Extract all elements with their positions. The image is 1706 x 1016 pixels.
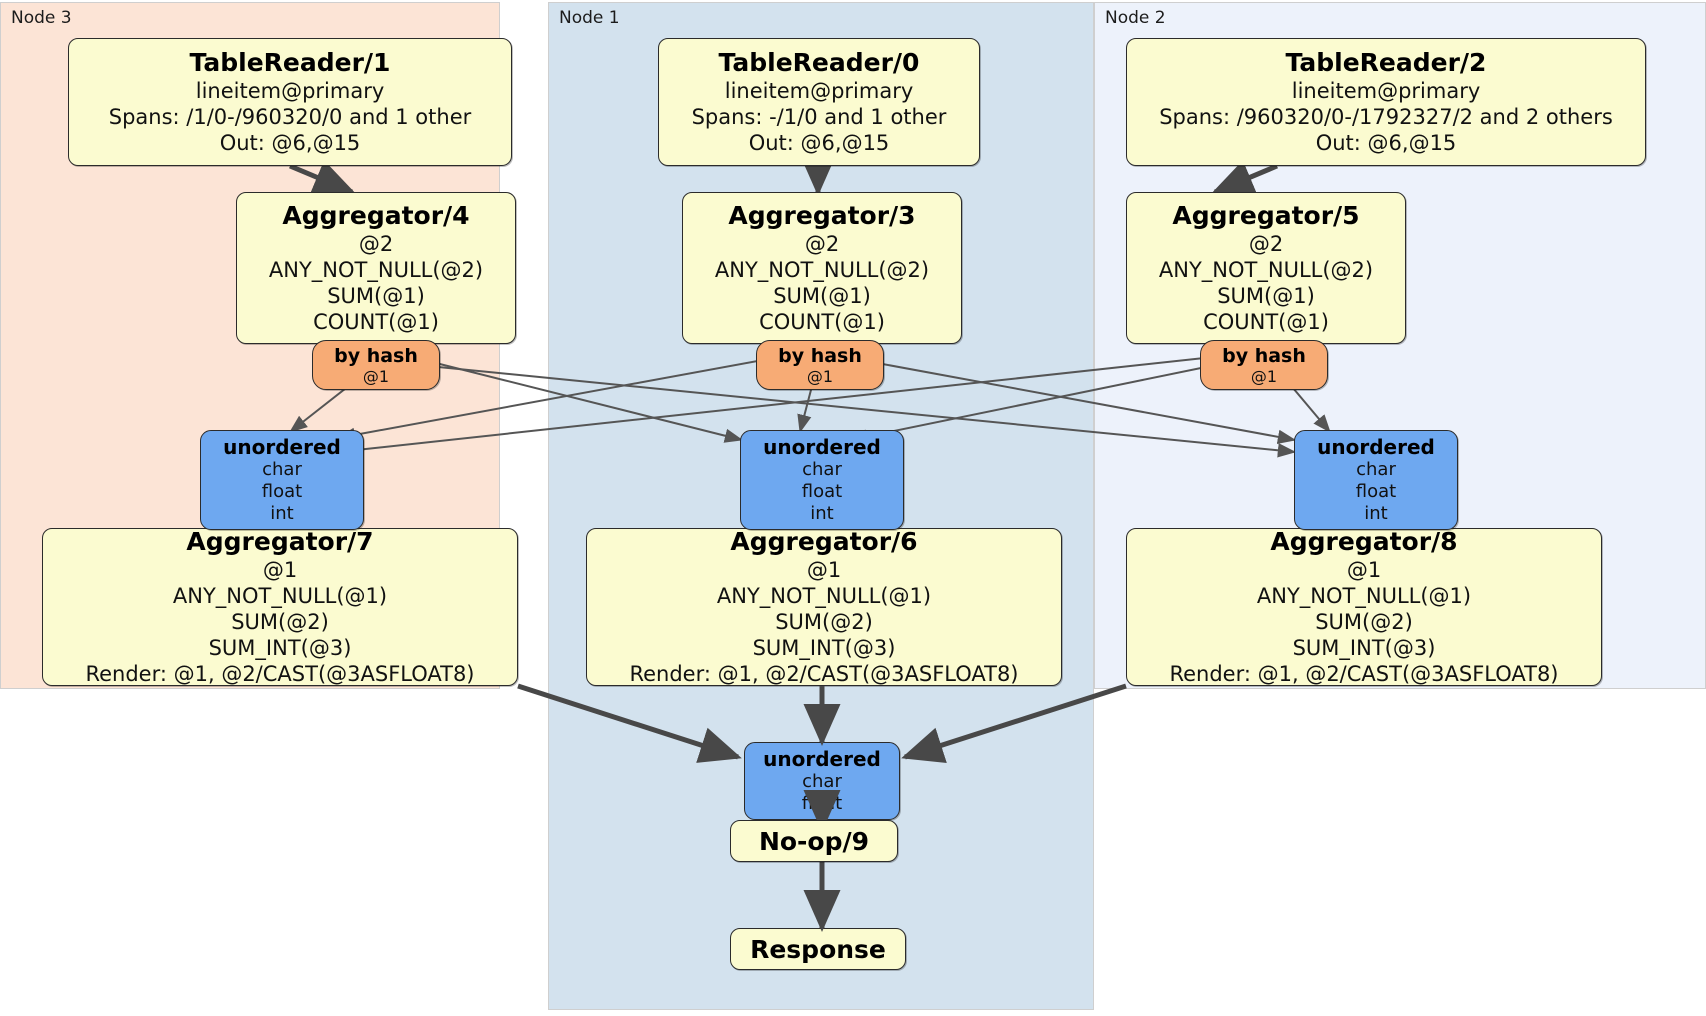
sync-8-type-3: int [1364, 503, 1388, 524]
tablereader-0-spans: Spans: -/1/0 and 1 other [691, 105, 947, 129]
sync-8-type-1: char [1356, 459, 1396, 480]
sync-6-title: unordered [763, 435, 881, 459]
aggregator-3-agg-2: SUM(@1) [773, 284, 871, 308]
aggregator-6-title: Aggregator/6 [730, 527, 918, 556]
aggregator-6-agg-3: SUM_INT(@3) [752, 636, 896, 660]
aggregator-7-render: Render: @1, @2/CAST(@3ASFLOAT8) [85, 662, 475, 686]
output-router-by-hash-5[interactable]: by hash @1 [1200, 340, 1328, 390]
aggregator-4-agg-1: ANY_NOT_NULL(@2) [268, 258, 484, 282]
router-4-title: by hash [334, 344, 418, 367]
tablereader-0-out: Out: @6,@15 [748, 131, 890, 155]
aggregator-8-agg-3: SUM_INT(@3) [1292, 636, 1436, 660]
tablereader-1-out: Out: @6,@15 [219, 131, 361, 155]
aggregator-6-render: Render: @1, @2/CAST(@3ASFLOAT8) [629, 662, 1019, 686]
router-5-column: @1 [1250, 366, 1278, 386]
tablereader-2-title: TableReader/2 [1285, 48, 1487, 77]
aggregator-7-agg-1: ANY_NOT_NULL(@1) [172, 584, 388, 608]
tablereader-2-spans: Spans: /960320/0-/1792327/2 and 2 others [1159, 105, 1613, 129]
sync-9-type-1: char [802, 771, 842, 792]
aggregator-5-agg-3: COUNT(@1) [1203, 310, 1329, 334]
aggregator-3-agg-3: COUNT(@1) [759, 310, 885, 334]
processor-tablereader-2[interactable]: TableReader/2 lineitem@primary Spans: /9… [1126, 38, 1646, 166]
aggregator-8-render: Render: @1, @2/CAST(@3ASFLOAT8) [1169, 662, 1559, 686]
tablereader-1-table: lineitem@primary [195, 79, 385, 103]
input-sync-unordered-8[interactable]: unordered char float int [1294, 430, 1458, 530]
sync-7-type-1: char [262, 459, 302, 480]
processor-tablereader-0[interactable]: TableReader/0 lineitem@primary Spans: -/… [658, 38, 980, 166]
aggregator-4-agg-2: SUM(@1) [327, 284, 425, 308]
output-router-by-hash-3[interactable]: by hash @1 [756, 340, 884, 390]
tablereader-0-table: lineitem@primary [724, 79, 914, 103]
sync-7-title: unordered [223, 435, 341, 459]
input-sync-unordered-6[interactable]: unordered char float int [740, 430, 904, 530]
processor-aggregator-4[interactable]: Aggregator/4 @2 ANY_NOT_NULL(@2) SUM(@1)… [236, 192, 516, 344]
processor-aggregator-7[interactable]: Aggregator/7 @1 ANY_NOT_NULL(@1) SUM(@2)… [42, 527, 518, 686]
tablereader-1-title: TableReader/1 [189, 48, 391, 77]
aggregator-4-groupcol: @2 [358, 232, 394, 256]
aggregator-7-agg-2: SUM(@2) [231, 610, 329, 634]
tablereader-2-table: lineitem@primary [1291, 79, 1481, 103]
aggregator-5-title: Aggregator/5 [1172, 201, 1360, 230]
aggregator-6-groupcol: @1 [806, 558, 842, 582]
aggregator-4-title: Aggregator/4 [282, 201, 470, 230]
aggregator-7-groupcol: @1 [262, 558, 298, 582]
sync-9-title: unordered [763, 747, 881, 771]
router-3-title: by hash [778, 344, 862, 367]
sync-7-type-3: int [270, 503, 294, 524]
sync-6-type-2: float [801, 481, 843, 502]
aggregator-3-groupcol: @2 [804, 232, 840, 256]
aggregator-7-title: Aggregator/7 [186, 527, 374, 556]
aggregator-4-agg-3: COUNT(@1) [313, 310, 439, 334]
aggregator-7-agg-3: SUM_INT(@3) [208, 636, 352, 660]
aggregator-3-title: Aggregator/3 [728, 201, 916, 230]
aggregator-8-title: Aggregator/8 [1270, 527, 1458, 556]
cluster-label-node-1: Node 1 [559, 8, 620, 28]
input-sync-unordered-9[interactable]: unordered char float [744, 742, 900, 820]
aggregator-8-groupcol: @1 [1346, 558, 1382, 582]
processor-no-op-9[interactable]: No-op/9 [730, 820, 898, 862]
router-4-column: @1 [362, 366, 390, 386]
input-sync-unordered-7[interactable]: unordered char float int [200, 430, 364, 530]
aggregator-6-agg-1: ANY_NOT_NULL(@1) [716, 584, 932, 608]
aggregator-5-agg-2: SUM(@1) [1217, 284, 1315, 308]
router-5-title: by hash [1222, 344, 1306, 367]
tablereader-2-out: Out: @6,@15 [1315, 131, 1457, 155]
sync-8-type-2: float [1355, 481, 1397, 502]
output-router-by-hash-4[interactable]: by hash @1 [312, 340, 440, 390]
sync-6-type-3: int [810, 503, 834, 524]
sync-7-type-2: float [261, 481, 303, 502]
no-op-9-title: No-op/9 [758, 826, 870, 856]
processor-aggregator-8[interactable]: Aggregator/8 @1 ANY_NOT_NULL(@1) SUM(@2)… [1126, 527, 1602, 686]
router-3-column: @1 [806, 366, 834, 386]
aggregator-3-agg-1: ANY_NOT_NULL(@2) [714, 258, 930, 282]
sync-8-title: unordered [1317, 435, 1435, 459]
aggregator-5-groupcol: @2 [1248, 232, 1284, 256]
aggregator-8-agg-1: ANY_NOT_NULL(@1) [1256, 584, 1472, 608]
response-title: Response [750, 934, 886, 964]
tablereader-1-spans: Spans: /1/0-/960320/0 and 1 other [108, 105, 472, 129]
processor-aggregator-3[interactable]: Aggregator/3 @2 ANY_NOT_NULL(@2) SUM(@1)… [682, 192, 962, 344]
aggregator-5-agg-1: ANY_NOT_NULL(@2) [1158, 258, 1374, 282]
tablereader-0-title: TableReader/0 [718, 48, 920, 77]
cluster-label-node-2: Node 2 [1105, 8, 1166, 28]
aggregator-6-agg-2: SUM(@2) [775, 610, 873, 634]
sync-9-type-2: float [801, 793, 843, 814]
processor-response[interactable]: Response [730, 928, 906, 970]
processor-aggregator-6[interactable]: Aggregator/6 @1 ANY_NOT_NULL(@1) SUM(@2)… [586, 527, 1062, 686]
aggregator-8-agg-2: SUM(@2) [1315, 610, 1413, 634]
sync-6-type-1: char [802, 459, 842, 480]
cluster-label-node-3: Node 3 [11, 8, 72, 28]
processor-tablereader-1[interactable]: TableReader/1 lineitem@primary Spans: /1… [68, 38, 512, 166]
processor-aggregator-5[interactable]: Aggregator/5 @2 ANY_NOT_NULL(@2) SUM(@1)… [1126, 192, 1406, 344]
